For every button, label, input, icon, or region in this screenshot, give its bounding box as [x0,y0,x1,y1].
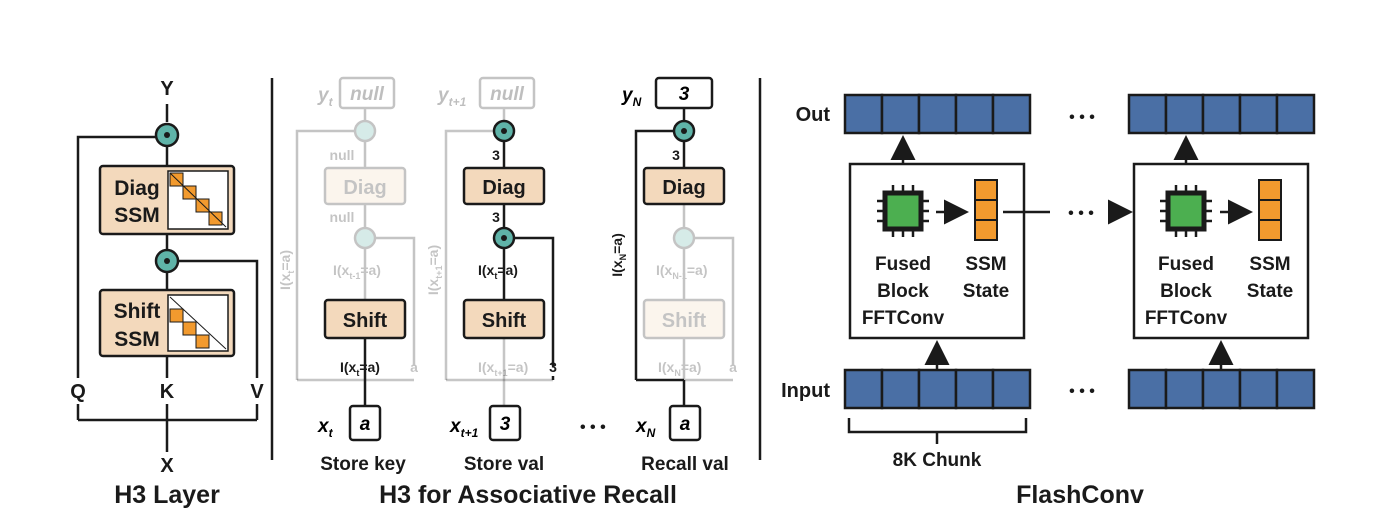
output-chunk-left [843,93,1032,135]
svg-text:a: a [410,359,418,375]
svg-text:yt+1: yt+1 [437,85,467,109]
state-label: SSM [965,254,1006,275]
chip-icon [1160,185,1212,237]
gate-label: I(xt=a) [478,262,518,281]
out-label: Out [796,104,831,126]
recall-column-store-val: yt+1 null I(xt+1=a) I(xt+1=a) 3 Diag 3 I… [425,76,557,475]
diag-label: Diag [662,177,705,199]
input-value: a [360,414,371,435]
ellipsis: • • • [1068,205,1094,222]
block-label: Fused [875,254,931,275]
shift-label: Shift [114,300,161,323]
value-label: 3 [492,209,500,225]
svg-text:I(xt=a): I(xt=a) [277,250,296,290]
input-chunk-right [1127,368,1316,410]
input-label: Input [781,380,830,402]
q-label: Q [70,381,86,403]
flashconv-title: FlashConv [1016,481,1144,509]
state-label: State [1247,281,1293,302]
chunk-label: 8K Chunk [893,450,982,471]
input-box [488,404,522,442]
recall-column-recall-val: yN 3 I(xN=a) 3 Diag I(xN-1=a) Shift I(xN… [609,76,737,475]
output-value: 3 [679,84,690,105]
h3-output-label: Y [160,78,174,100]
chunk-bracket [847,418,1028,434]
shift-label: Shift [343,310,388,332]
store-key-caption: Store key [320,454,406,475]
recall-column-store-key: yt null null Diag null I(xt-1=a) I(xt=a)… [277,76,418,475]
svg-text:null: null [330,147,355,163]
x-input-label: X [160,455,174,477]
svg-text:I(xt+1=a): I(xt+1=a) [425,245,444,295]
input-x-label: xN [635,416,656,440]
input-value: a [680,414,691,435]
block-label: Fused [1158,254,1214,275]
diag-label: Diag [114,177,160,200]
associative-recall-title: H3 for Associative Recall [379,481,677,509]
input-chunk-left [843,368,1032,410]
diag-box [642,166,726,206]
svg-text:yt: yt [317,85,334,109]
associative-recall-panel: yt null null Diag null I(xt-1=a) I(xt=a)… [277,76,737,509]
state-label: State [963,281,1009,302]
recall-val-caption: Recall val [641,454,729,475]
diag-label: Diag [482,177,525,199]
block-label: FFTConv [862,308,945,329]
ssm-state-icon [974,179,998,241]
output-value: null [350,84,384,105]
input-x-label: xt+1 [449,416,479,440]
input-box [668,404,702,442]
value-label: 3 [672,147,680,163]
value-label: 3 [549,359,557,375]
shift-ssm-box: Shift SSM [98,288,236,358]
svg-text:null: null [330,209,355,225]
block-label: Block [877,281,929,302]
output-y-label: yN [621,85,642,109]
v-label: V [250,381,264,403]
shift-label: Shift [482,310,527,332]
value-label: 3 [492,147,500,163]
store-val-caption: Store val [464,454,544,475]
ellipsis: • • • [580,419,606,436]
flashconv-panel: Out • • • [781,93,1316,509]
h3-layer-title: H3 Layer [114,481,220,509]
input-x-label: xt [317,416,334,440]
svg-text:Diag: Diag [343,177,386,199]
side-gate-label: I(xN=a) [609,233,628,276]
h3-layer-panel: Y Diag SSM Shift SSM [70,78,264,509]
ssm-label: SSM [114,204,160,227]
input-box [348,404,382,442]
chip-icon [877,185,929,237]
svg-text:I(xN-1=a): I(xN-1=a) [656,262,707,281]
ellipsis: • • • [1069,383,1095,400]
ssm-state-icon [1258,179,1282,241]
diag-ssm-box: Diag SSM [98,164,236,236]
k-label: K [160,381,175,403]
output-chunk-right [1127,93,1316,135]
block-label: FFTConv [1145,308,1228,329]
shift-output-label: I(xt=a) [340,359,380,378]
svg-text:a: a [729,359,737,375]
state-label: SSM [1249,254,1290,275]
shift-box [462,298,546,340]
block-label: Block [1160,281,1212,302]
svg-text:null: null [490,84,524,105]
ssm-label: SSM [114,328,160,351]
input-value: 3 [500,414,511,435]
ellipsis: • • • [1069,109,1095,126]
svg-text:I(xt-1=a): I(xt-1=a) [333,262,381,281]
svg-text:I(xN=a): I(xN=a) [658,359,701,378]
svg-text:I(xt+1=a): I(xt+1=a) [478,359,528,378]
svg-text:Shift: Shift [662,310,707,332]
